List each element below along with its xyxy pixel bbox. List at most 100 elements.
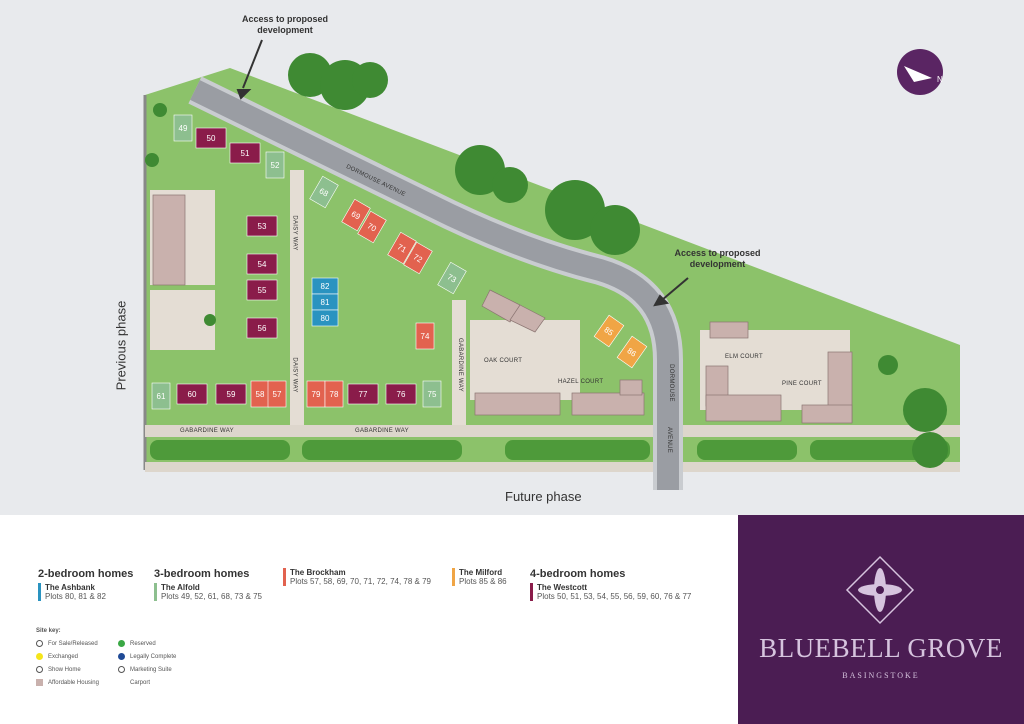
plot-56[interactable]: 56 (246, 317, 278, 339)
street-hazel-court: HAZEL COURT (558, 379, 604, 385)
plot-58[interactable]: 58 (250, 380, 270, 408)
plot-shape (387, 231, 417, 265)
site-key-marker-icon (36, 679, 43, 686)
plot-shape (437, 261, 467, 295)
plot-54[interactable]: 54 (246, 253, 278, 275)
footpath-strip (145, 425, 960, 437)
site-key-item: For Sale/Released (36, 640, 118, 647)
plot-shape (151, 382, 171, 410)
plot-shape (309, 175, 339, 209)
plot-85[interactable]: 85 (593, 314, 625, 348)
plot-shape (246, 279, 278, 301)
plot-73[interactable]: 73 (437, 261, 467, 295)
brand-location: BASINGSTOKE (842, 671, 920, 680)
plot-shape (246, 253, 278, 275)
site-key-label: Legally Complete (130, 653, 177, 660)
swatch-ashbank (38, 583, 41, 601)
plot-82[interactable]: 82 (311, 277, 339, 295)
plot-76[interactable]: 76 (385, 383, 417, 405)
compass-icon: N (897, 49, 943, 95)
plot-60[interactable]: 60 (176, 383, 208, 405)
plot-77[interactable]: 77 (347, 383, 379, 405)
street-gabardine-way-west: GABARDINE WAY (180, 428, 234, 434)
street-avenue: AVENUE (666, 426, 673, 454)
legend-plots: Plots 50, 51, 53, 54, 55, 56, 59, 60, 76… (537, 592, 692, 601)
site-key-item: Show Home (36, 666, 118, 673)
swatch-westcott (530, 583, 533, 601)
plot-number: 53 (258, 222, 267, 231)
plot-70[interactable]: 70 (357, 210, 387, 244)
brand-name: BLUEBELL GROVE (759, 633, 1003, 663)
swatch-alfold (154, 583, 157, 601)
site-key-marker-icon (118, 653, 125, 660)
plot-number: 80 (321, 314, 330, 323)
site-key-label: Show Home (48, 666, 81, 673)
site-key-marker-icon (36, 666, 43, 673)
legend-3-bedroom: 3-bedroom homes The Alfold Plots 49, 52,… (154, 568, 262, 601)
plot-74[interactable]: 74 (415, 322, 435, 350)
plot-57[interactable]: 57 (267, 380, 287, 408)
legend-brockham: The Brockham Plots 57, 58, 69, 70, 71, 7… (283, 568, 431, 586)
site-key-item: Reserved (118, 640, 218, 647)
plot-shape (415, 322, 435, 350)
plot-shape (246, 215, 278, 237)
plot-53[interactable]: 53 (246, 215, 278, 237)
plot-shape (347, 383, 379, 405)
legend-heading: 2-bedroom homes (38, 568, 134, 580)
legend-plots: Plots 80, 81 & 82 (45, 592, 106, 601)
legend-name: The Alfold (161, 583, 200, 592)
site-key-label: Carport (130, 679, 151, 686)
plot-shape (176, 383, 208, 405)
plot-55[interactable]: 55 (246, 279, 278, 301)
plot-number: 52 (271, 161, 280, 170)
plot-80[interactable]: 80 (311, 309, 339, 327)
plot-number: 59 (227, 390, 236, 399)
plot-81[interactable]: 81 (311, 293, 339, 311)
plot-shape (246, 317, 278, 339)
site-key-item: Legally Complete (118, 653, 218, 660)
plot-79[interactable]: 79 (306, 380, 326, 408)
plot-61[interactable]: 61 (151, 382, 171, 410)
plot-59[interactable]: 59 (215, 383, 247, 405)
site-key-label: Exchanged (48, 653, 79, 660)
previous-phase-label: Previous phase (113, 300, 129, 391)
access-label-right: Access to proposed development (674, 248, 761, 269)
plot-71[interactable]: 71 (387, 231, 417, 265)
plot-shape (616, 335, 648, 369)
bluebell-logo-icon (845, 555, 915, 625)
street-oak-court: OAK COURT (484, 358, 523, 364)
site-key-marker-icon (118, 679, 125, 686)
site-key-label: Affordable Housing (48, 679, 99, 686)
plot-49[interactable]: 49 (173, 114, 193, 142)
plot-shape (229, 142, 261, 164)
plot-69[interactable]: 69 (341, 198, 371, 232)
plot-number: 51 (241, 149, 250, 158)
plot-number: 74 (421, 332, 430, 341)
plot-86[interactable]: 86 (616, 335, 648, 369)
plot-number: 55 (258, 286, 267, 295)
site-key-item: Affordable Housing (36, 679, 118, 686)
plot-51[interactable]: 51 (229, 142, 261, 164)
street-dormouse: DORMOUSE (667, 364, 674, 402)
legend-heading: 4-bedroom homes (530, 568, 626, 580)
site-key-marker-icon (36, 640, 43, 647)
plot-number: 56 (258, 324, 267, 333)
plot-50[interactable]: 50 (195, 127, 227, 149)
legend-plots: Plots 85 & 86 (459, 577, 507, 586)
svg-text:N: N (937, 75, 943, 84)
plot-78[interactable]: 78 (324, 380, 344, 408)
street-pine-court: PINE COURT (782, 381, 822, 387)
legend-plots: Plots 49, 52, 61, 68, 73 & 75 (161, 592, 262, 601)
street-daisy-way: DAISY WAY (291, 215, 298, 251)
plot-75[interactable]: 75 (422, 380, 442, 408)
plot-number: 61 (157, 392, 166, 401)
plot-72[interactable]: 72 (403, 241, 433, 275)
plot-52[interactable]: 52 (265, 151, 285, 179)
plot-68[interactable]: 68 (309, 175, 339, 209)
site-key-label: Marketing Suite (130, 666, 172, 673)
plot-shape (324, 380, 344, 408)
plot-shape (385, 383, 417, 405)
